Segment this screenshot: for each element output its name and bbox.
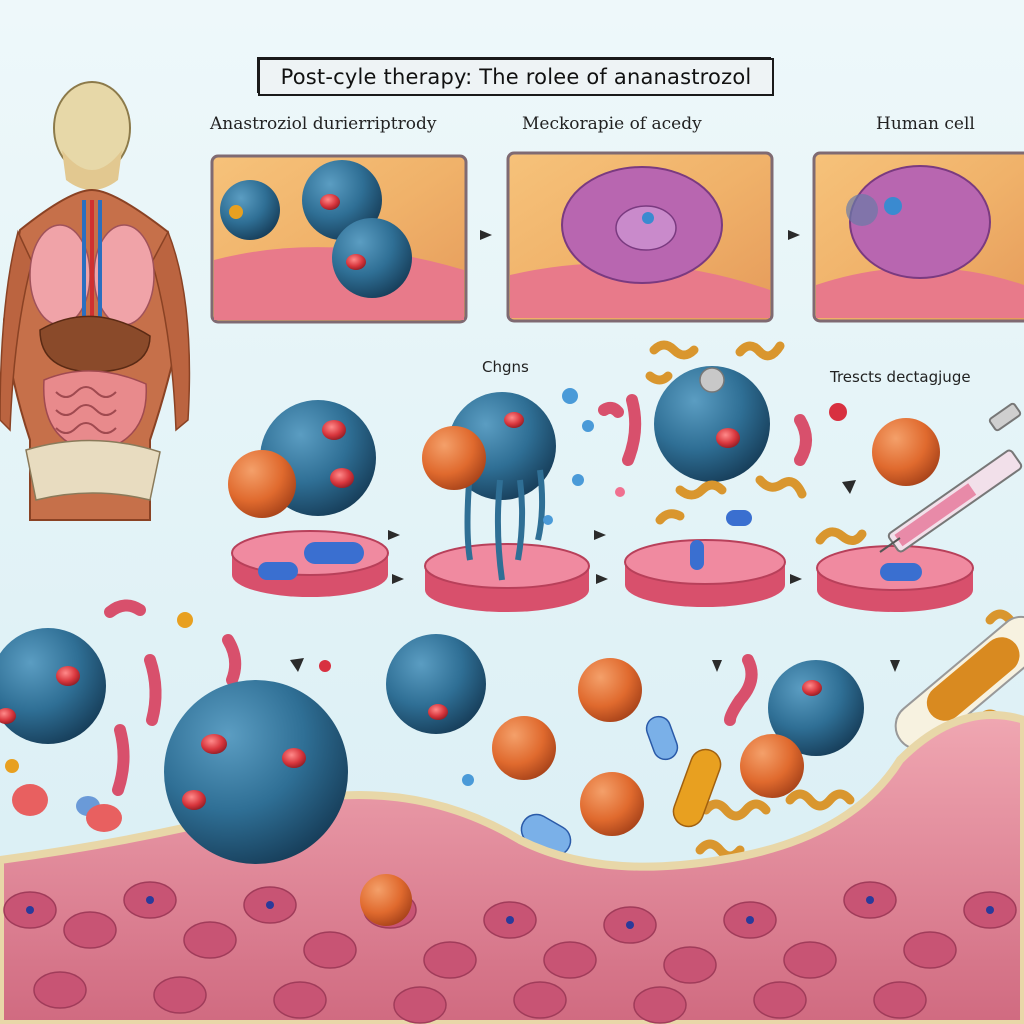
microscopy-panel-left xyxy=(210,154,468,324)
title-box: Post-cyle therapy: The rolee of ananastr… xyxy=(258,58,774,96)
tissue-layer xyxy=(0,711,1024,1024)
diagram-title: Post-cyle therapy: The rolee of ananastr… xyxy=(280,65,752,89)
syringe xyxy=(879,402,1023,553)
panel-label-middle: Meckorapie of acedy xyxy=(522,114,702,134)
red-proteins xyxy=(104,394,812,796)
particles xyxy=(5,388,847,832)
large-cell xyxy=(164,680,412,926)
test-tube xyxy=(894,615,1024,751)
panel-arrows xyxy=(480,230,800,240)
middle-row-cells xyxy=(228,366,940,581)
panel-label-right: Human cell xyxy=(876,114,975,134)
center-label: Chgns xyxy=(482,358,529,376)
panel-label-left: Anastroziol durierriptrody xyxy=(210,114,437,134)
microscopy-panel-middle xyxy=(506,151,774,323)
microscopy-panel-right xyxy=(812,151,1024,323)
capsules xyxy=(520,715,722,857)
human-anatomy-figure xyxy=(0,81,191,521)
petri-dishes xyxy=(231,510,974,612)
right-label: Trescts dectagjuge xyxy=(830,368,971,386)
flow-arrows xyxy=(290,480,900,672)
